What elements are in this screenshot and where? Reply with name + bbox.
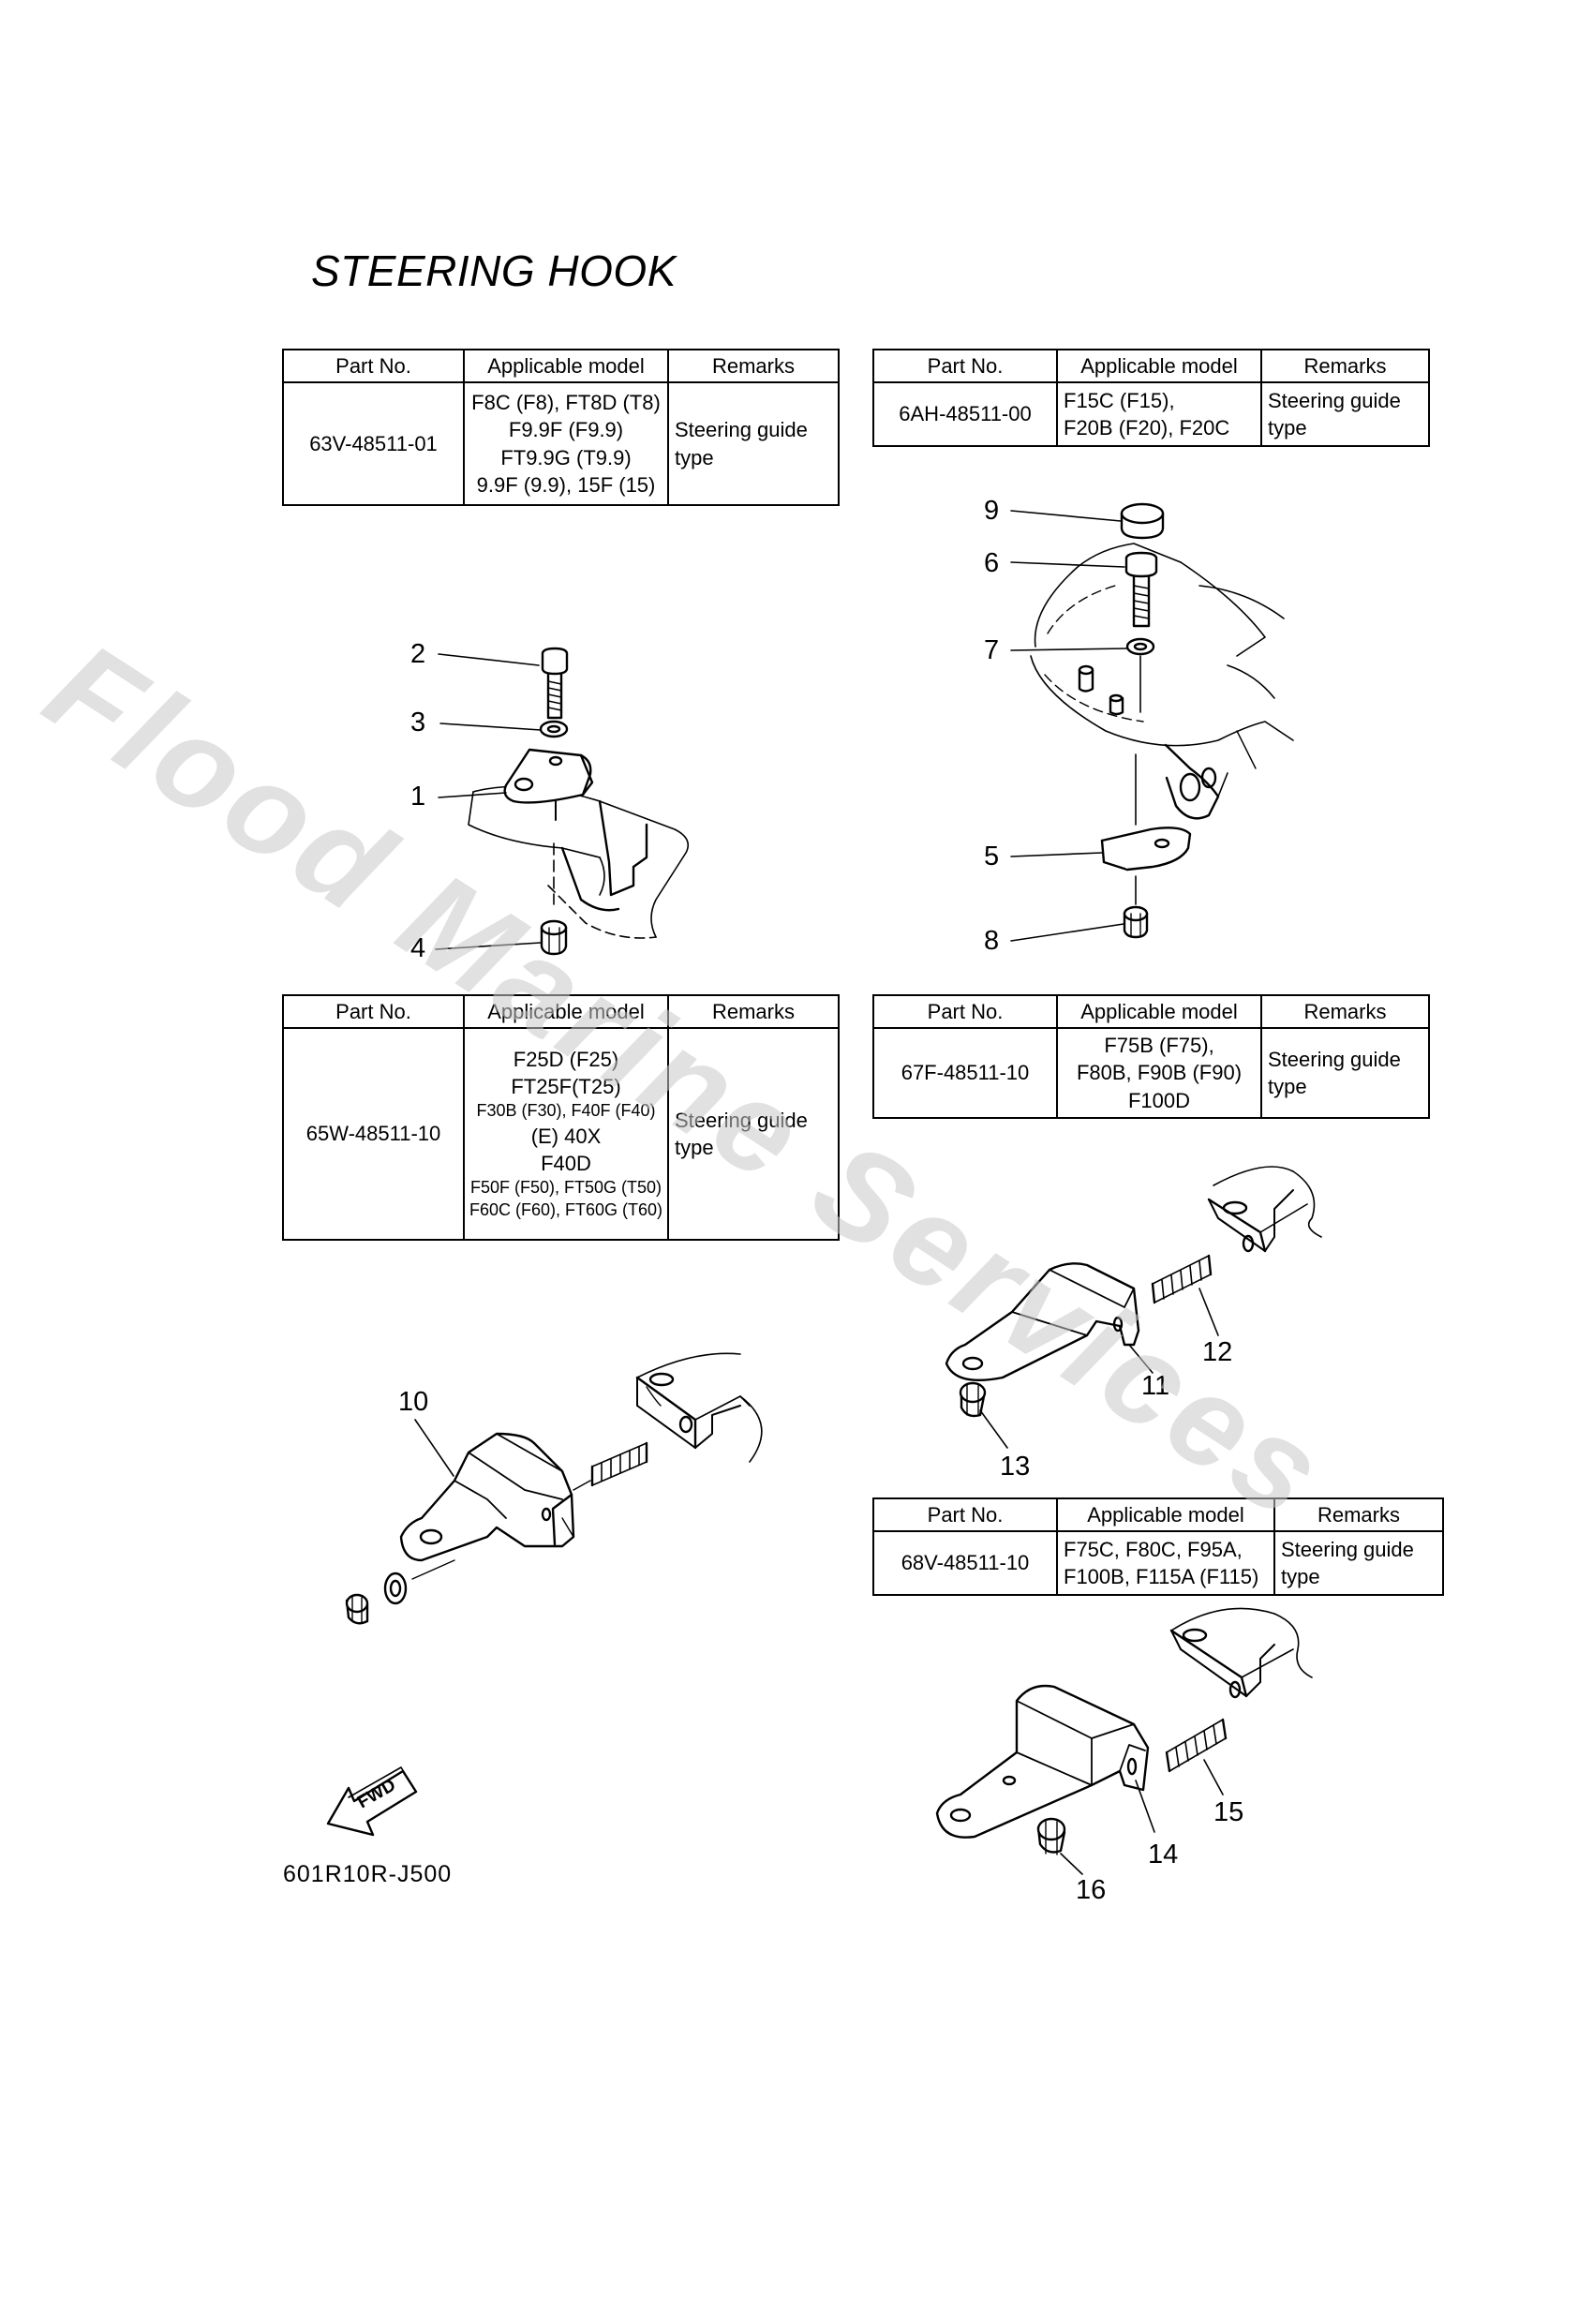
part-number: 63V-48511-01 bbox=[282, 381, 465, 506]
callout-4: 4 bbox=[410, 933, 425, 963]
callout-2: 2 bbox=[410, 639, 425, 669]
remarks: Steering guide type bbox=[1260, 381, 1430, 447]
callout-15: 15 bbox=[1213, 1797, 1243, 1827]
header-remarks: Remarks bbox=[667, 994, 840, 1029]
header-part-no: Part No. bbox=[872, 349, 1058, 383]
applicable-models: F25D (F25) FT25F(T25) F30B (F30), F40F (… bbox=[463, 1027, 669, 1241]
diagram-group-c bbox=[345, 1352, 763, 1625]
applicable-models: F75B (F75), F80B, F90B (F90) F100D bbox=[1056, 1027, 1262, 1119]
model-line: F8C (F8), FT8D (T8) bbox=[471, 391, 661, 415]
diagram-group-e bbox=[935, 1607, 1313, 1875]
header-remarks: Remarks bbox=[1273, 1497, 1444, 1532]
header-part-no: Part No. bbox=[282, 994, 465, 1029]
model-line: F25D (F25) bbox=[513, 1048, 619, 1072]
remark-line: Steering guide bbox=[675, 418, 808, 442]
header-part-no: Part No. bbox=[872, 1497, 1058, 1532]
header-applicable-model: Applicable model bbox=[1056, 349, 1262, 383]
header-remarks: Remarks bbox=[1260, 994, 1430, 1029]
callout-14: 14 bbox=[1148, 1840, 1178, 1870]
model-line: FT9.9G (T9.9) bbox=[500, 445, 632, 469]
header-remarks: Remarks bbox=[1260, 349, 1430, 383]
remark-line: type bbox=[1268, 416, 1307, 439]
parts-table-6ah: Part No. Applicable model Remarks 6AH-48… bbox=[872, 349, 1430, 447]
applicable-models: F15C (F15), F20B (F20), F20C bbox=[1056, 381, 1262, 447]
part-number: 68V-48511-10 bbox=[872, 1530, 1058, 1596]
parts-table-67f: Part No. Applicable model Remarks 67F-48… bbox=[872, 994, 1430, 1119]
model-line: F75C, F80C, F95A, bbox=[1064, 1537, 1243, 1561]
reference-code: 601R10R-J500 bbox=[283, 1861, 453, 1887]
header-remarks: Remarks bbox=[667, 349, 840, 383]
remark-line: Steering guide bbox=[1268, 1047, 1401, 1071]
remarks: Steering guide type bbox=[667, 381, 840, 506]
callout-16: 16 bbox=[1076, 1875, 1106, 1905]
model-line: F40D bbox=[541, 1152, 591, 1176]
model-line: F9.9F (F9.9) bbox=[508, 418, 624, 442]
header-applicable-model: Applicable model bbox=[1056, 994, 1262, 1029]
model-line: (E) 40X bbox=[530, 1125, 602, 1149]
model-line: F50F (F50), FT50G (T50) bbox=[469, 1178, 662, 1198]
callout-8: 8 bbox=[984, 926, 999, 956]
applicable-models: F75C, F80C, F95A, F100B, F115A (F115) bbox=[1056, 1530, 1275, 1596]
diagram-group-b bbox=[1010, 502, 1294, 942]
header-applicable-model: Applicable model bbox=[1056, 1497, 1275, 1532]
parts-table-65w: Part No. Applicable model Remarks 65W-48… bbox=[282, 994, 840, 1241]
diagram-group-d bbox=[945, 1166, 1322, 1449]
remark-line: type bbox=[675, 445, 714, 469]
callout-11: 11 bbox=[1141, 1371, 1169, 1401]
header-part-no: Part No. bbox=[872, 994, 1058, 1029]
applicable-models: F8C (F8), FT8D (T8) F9.9F (F9.9) FT9.9G … bbox=[463, 381, 669, 506]
remarks: Steering guide type bbox=[1260, 1027, 1430, 1119]
model-line: F60C (F60), FT60G (T60) bbox=[469, 1199, 663, 1219]
remark-line: Steering guide bbox=[1268, 388, 1401, 412]
callout-5: 5 bbox=[984, 842, 999, 872]
parts-table-68v: Part No. Applicable model Remarks 68V-48… bbox=[872, 1497, 1444, 1596]
remark-line: Steering guide bbox=[675, 1108, 808, 1132]
part-number: 67F-48511-10 bbox=[872, 1027, 1058, 1119]
model-line: F75B (F75), bbox=[1104, 1034, 1214, 1058]
model-line: FT25F(T25) bbox=[511, 1075, 621, 1099]
callout-labels: 2 3 1 4 9 6 7 5 8 10 11 12 13 14 15 16 bbox=[398, 496, 1243, 1905]
callout-1: 1 bbox=[410, 782, 425, 812]
callout-9: 9 bbox=[984, 496, 999, 526]
part-number: 6AH-48511-00 bbox=[872, 381, 1058, 447]
callout-3: 3 bbox=[410, 708, 425, 737]
remarks: Steering guide type bbox=[1273, 1530, 1444, 1596]
model-line: 9.9F (9.9), 15F (15) bbox=[476, 472, 656, 497]
parts-table-63v: Part No. Applicable model Remarks 63V-48… bbox=[282, 349, 840, 506]
header-applicable-model: Applicable model bbox=[463, 349, 669, 383]
model-line: F20B (F20), F20C bbox=[1064, 416, 1230, 439]
callout-10: 10 bbox=[398, 1387, 428, 1417]
remarks: Steering guide type bbox=[667, 1027, 840, 1241]
callout-7: 7 bbox=[984, 635, 999, 665]
remark-line: Steering guide bbox=[1281, 1537, 1414, 1561]
part-number: 65W-48511-10 bbox=[282, 1027, 465, 1241]
diagram-group-a bbox=[435, 647, 690, 956]
remark-line: type bbox=[675, 1136, 714, 1159]
page-title: STEERING HOOK bbox=[311, 246, 677, 295]
model-line: F15C (F15), bbox=[1064, 388, 1175, 412]
header-applicable-model: Applicable model bbox=[463, 994, 669, 1029]
header-part-no: Part No. bbox=[282, 349, 465, 383]
model-line: F100D bbox=[1127, 1088, 1191, 1112]
callout-12: 12 bbox=[1202, 1337, 1232, 1367]
model-line: F80B, F90B (F90) bbox=[1076, 1061, 1243, 1085]
model-line: F100B, F115A (F115) bbox=[1064, 1565, 1259, 1588]
fwd-arrow-icon: FWD bbox=[326, 1766, 418, 1837]
callout-13: 13 bbox=[1000, 1452, 1030, 1482]
remark-line: type bbox=[1268, 1075, 1307, 1098]
model-line: F30B (F30), F40F (F40) bbox=[476, 1101, 656, 1121]
callout-6: 6 bbox=[984, 548, 999, 578]
remark-line: type bbox=[1281, 1565, 1320, 1588]
